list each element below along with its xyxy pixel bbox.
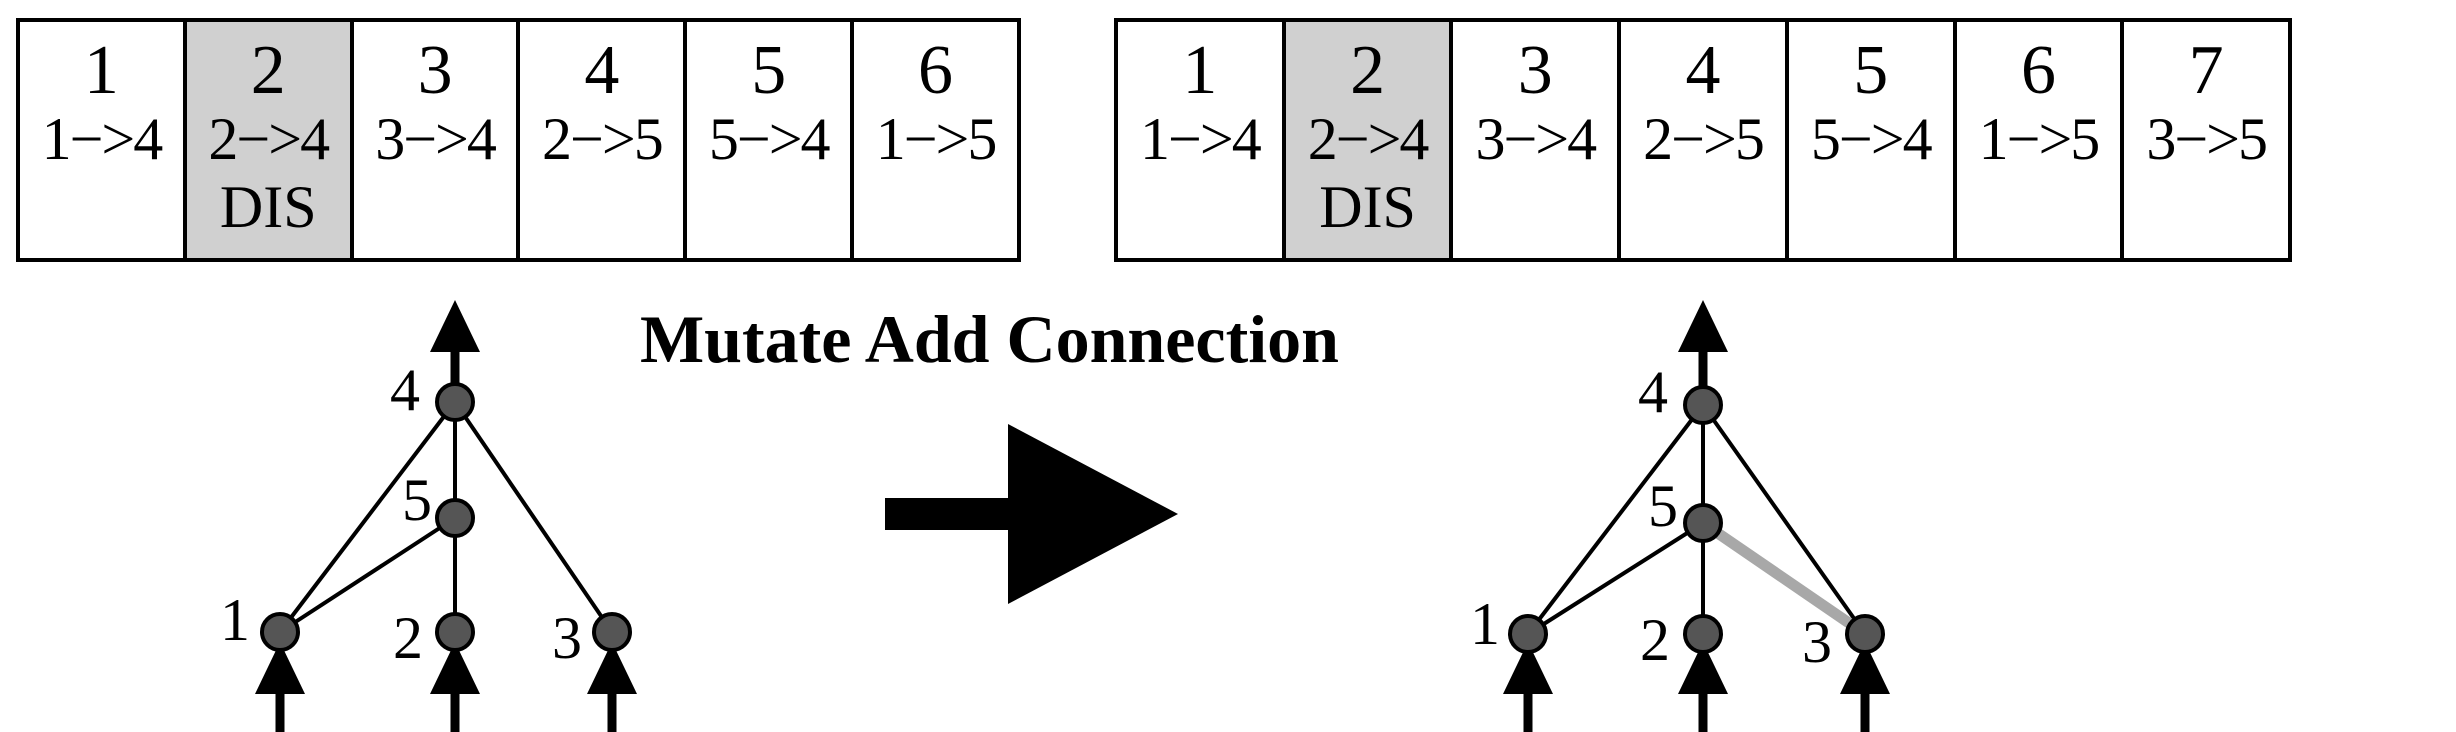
gene-innovation-number: 5	[1853, 32, 1889, 109]
gene-4: 4 2−>5	[1621, 22, 1789, 258]
new-connection-3-5	[1699, 518, 1869, 639]
gene-connection: 1−>5	[875, 106, 998, 172]
gene-innovation-number: 1	[1182, 32, 1218, 109]
gene-innovation-number: 4	[1685, 32, 1721, 109]
gene-innovation-number: 6	[918, 32, 954, 109]
node-5	[1683, 503, 1723, 543]
node-label-3: 3	[552, 605, 582, 671]
network-after: 4 5 1 2 3	[1470, 300, 1890, 732]
connection-1-4	[1526, 403, 1705, 636]
gene-connection: 5−>4	[708, 106, 831, 172]
gene-connection: 3−>4	[1475, 106, 1597, 172]
input-arrow-3	[587, 642, 637, 732]
gene-status: DIS	[1319, 174, 1416, 240]
node-label-5: 5	[402, 467, 432, 533]
node-4	[435, 382, 475, 422]
node-label-4: 4	[1638, 359, 1668, 425]
gene-connection: 3−>4	[375, 106, 497, 172]
node-1	[260, 612, 300, 652]
node-3	[592, 612, 632, 652]
node-label-2: 2	[1640, 607, 1670, 673]
node-1	[1508, 614, 1548, 654]
gene-innovation-number: 7	[2188, 32, 2224, 109]
gene-innovation-number: 2	[1350, 32, 1386, 109]
gene-innovation-number: 5	[751, 32, 787, 109]
node-5	[435, 498, 475, 538]
input-arrow-3	[1840, 642, 1890, 732]
gene-innovation-number: 1	[83, 32, 119, 109]
node-label-1: 1	[1470, 591, 1500, 657]
node-label-2: 2	[393, 605, 423, 671]
gene-innovation-number: 2	[250, 32, 286, 109]
gene-connection: 3−>5	[2146, 106, 2268, 172]
node-2	[1683, 614, 1723, 654]
node-label-1: 1	[220, 587, 250, 653]
gene-connection: 2−>4	[1307, 106, 1430, 172]
gene-1: 1 1−>4	[1118, 22, 1286, 258]
connection-1-5	[1526, 521, 1705, 636]
node-4	[1683, 385, 1723, 425]
gene-status: DIS	[219, 174, 317, 240]
connection-1-4	[278, 400, 457, 634]
gene-5: 5 5−>4	[1788, 22, 1957, 258]
gene-2-disabled: 2 2−>4 DIS	[1285, 22, 1454, 258]
gene-connection: 1−>5	[1978, 106, 2101, 172]
gene-2-disabled: 2 2−>4 DIS	[186, 22, 354, 258]
gene-6: 6 1−>5	[1956, 22, 2125, 258]
gene-6: 6 1−>5	[854, 22, 1017, 258]
connection-1-5	[278, 516, 457, 634]
genome-before: 1 1−>4 2 2−>4 DIS 3 3−>4 4 2−>5 5 5−>4 6…	[16, 18, 1021, 262]
transition-arrow-icon	[885, 424, 1178, 604]
gene-7-new: 7 3−>5	[2124, 22, 2289, 258]
node-label-4: 4	[390, 357, 420, 423]
genome-after: 1 1−>4 2 2−>4 DIS 3 3−>4 4 2−>5 5 5−>4 6…	[1114, 18, 2292, 262]
connection-3-4	[1701, 403, 1867, 636]
gene-3: 3 3−>4	[1453, 22, 1622, 258]
node-label-3: 3	[1802, 609, 1832, 675]
connection-3-4	[453, 400, 614, 634]
gene-connection: 1−>4	[41, 106, 164, 172]
gene-connection: 2−>5	[1643, 106, 1765, 172]
gene-innovation-number: 6	[2020, 32, 2056, 109]
gene-5: 5 5−>4	[687, 22, 855, 258]
gene-innovation-number: 3	[417, 32, 453, 109]
gene-1: 1 1−>4	[20, 22, 187, 258]
input-arrow-1	[255, 642, 305, 732]
network-before: 4 5 1 2 3	[220, 300, 637, 732]
input-arrow-2	[430, 642, 480, 732]
gene-innovation-number: 4	[584, 32, 620, 109]
gene-3: 3 3−>4	[353, 22, 521, 258]
gene-connection: 2−>5	[542, 106, 664, 172]
gene-connection: 1−>4	[1140, 106, 1262, 172]
gene-4: 4 2−>5	[520, 22, 688, 258]
gene-connection: 2−>4	[208, 106, 330, 172]
input-arrow-1	[1503, 642, 1553, 732]
gene-connection: 5−>4	[1810, 106, 1933, 172]
node-label-5: 5	[1648, 473, 1678, 539]
node-3	[1845, 614, 1885, 654]
mutation-title: Mutate Add Connection	[640, 301, 1339, 377]
input-arrow-2	[1678, 642, 1728, 732]
node-2	[435, 612, 475, 652]
gene-innovation-number: 3	[1517, 32, 1553, 109]
